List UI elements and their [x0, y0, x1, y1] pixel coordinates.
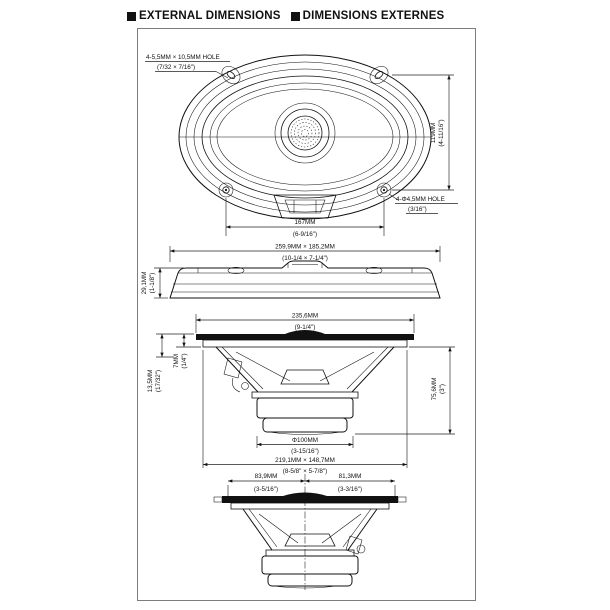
section-view-drawing	[196, 330, 414, 435]
dim-magnet-mm: Φ100MM	[292, 437, 318, 444]
dim-cutout-in: (8-5/8" × 5-7/8")	[283, 468, 328, 475]
side-view-dimensions: 29,1MM (1-1/8")	[141, 267, 184, 299]
front-view-drawing	[178, 54, 432, 220]
dim-rear-right-in: (3-3/16")	[338, 486, 362, 493]
bullet-square-icon	[290, 11, 300, 21]
section-view-dimensions-top: 235,6MM (9-1/4")	[195, 313, 415, 333]
dim-side-height-mm: 29,1MM	[141, 272, 148, 295]
tweeter-front	[274, 102, 336, 164]
dim-rear-left-in: (3-5/16")	[254, 486, 278, 493]
dim-protrusion-in: (1/4")	[181, 353, 188, 368]
dim-grille-in: (9-1/4")	[295, 324, 316, 331]
dim-round-hole-mm: 4-Φ4,5MM HOLE	[396, 196, 445, 203]
dim-rear-right-mm: 81,3MM	[339, 473, 362, 480]
dim-lip-in: (17/32")	[155, 370, 162, 392]
page-title: EXTERNAL DIMENSIONS DIMENSIONS EXTERNES	[127, 10, 444, 22]
mount-hole-bottom-left	[218, 182, 234, 198]
dim-slot-hole-in: (7/32 × 7/16")	[157, 64, 195, 71]
dim-magnet-in: (3-15/16")	[291, 448, 319, 455]
diagram-frame	[137, 28, 476, 601]
dim-protrusion-mm: 7MM	[173, 354, 180, 368]
dim-hole-pitch-mm: 167MM	[295, 219, 316, 226]
dim-round-hole-in: (3/16")	[408, 206, 427, 213]
title-external-dimensions: EXTERNAL DIMENSIONS	[139, 10, 281, 22]
dim-lip-mm: 13,5MM	[147, 370, 154, 393]
dim-side-height-in: (1-1/8")	[149, 273, 156, 294]
rear-view-drawing	[213, 492, 407, 589]
dim-depth-mm: 75,6MM	[431, 378, 438, 401]
dim-hole-pitch-in: (6-9/16")	[293, 231, 317, 238]
dim-height-mm: 119MM	[430, 123, 437, 144]
dim-grille-mm: 235,6MM	[292, 313, 318, 320]
dim-rear-left-mm: 83,9MM	[255, 473, 278, 480]
front-view-dimensions: 4-5,5MM × 10,5MM HOLE (7/32 × 7/16") 119…	[145, 54, 458, 262]
terminal-tab-section	[223, 357, 249, 393]
bullet-square-icon	[127, 11, 136, 21]
mount-slot-top-right	[369, 66, 389, 84]
side-view-drawing	[169, 260, 441, 299]
dim-cutout-mm: 219,1MM × 148,7MM	[275, 457, 335, 464]
dim-overall-in: (10-1/4 × 7-1/4")	[282, 255, 328, 262]
mount-slot-top-left	[221, 66, 241, 84]
dim-overall-mm: 259,9MM × 185,2MM	[275, 244, 335, 251]
section-view-dimensions: 7MM (1/4") 13,5MM (17/32") 75,6MM (3") Φ…	[147, 333, 455, 475]
rear-view-dimensions: 83,9MM (3-5/16") 81,3MM (3-3/16")	[227, 473, 396, 590]
mount-hole-bottom-right	[376, 182, 392, 198]
title-dimensions-externes: DIMENSIONS EXTERNES	[302, 10, 445, 22]
dim-slot-hole-mm: 4-5,5MM × 10,5MM HOLE	[146, 54, 220, 61]
dim-depth-in: (3")	[439, 384, 446, 394]
dim-height-in: (4-11/16")	[438, 119, 445, 146]
terminal-tab-rear	[345, 535, 366, 555]
terminal-block-front	[273, 194, 337, 219]
